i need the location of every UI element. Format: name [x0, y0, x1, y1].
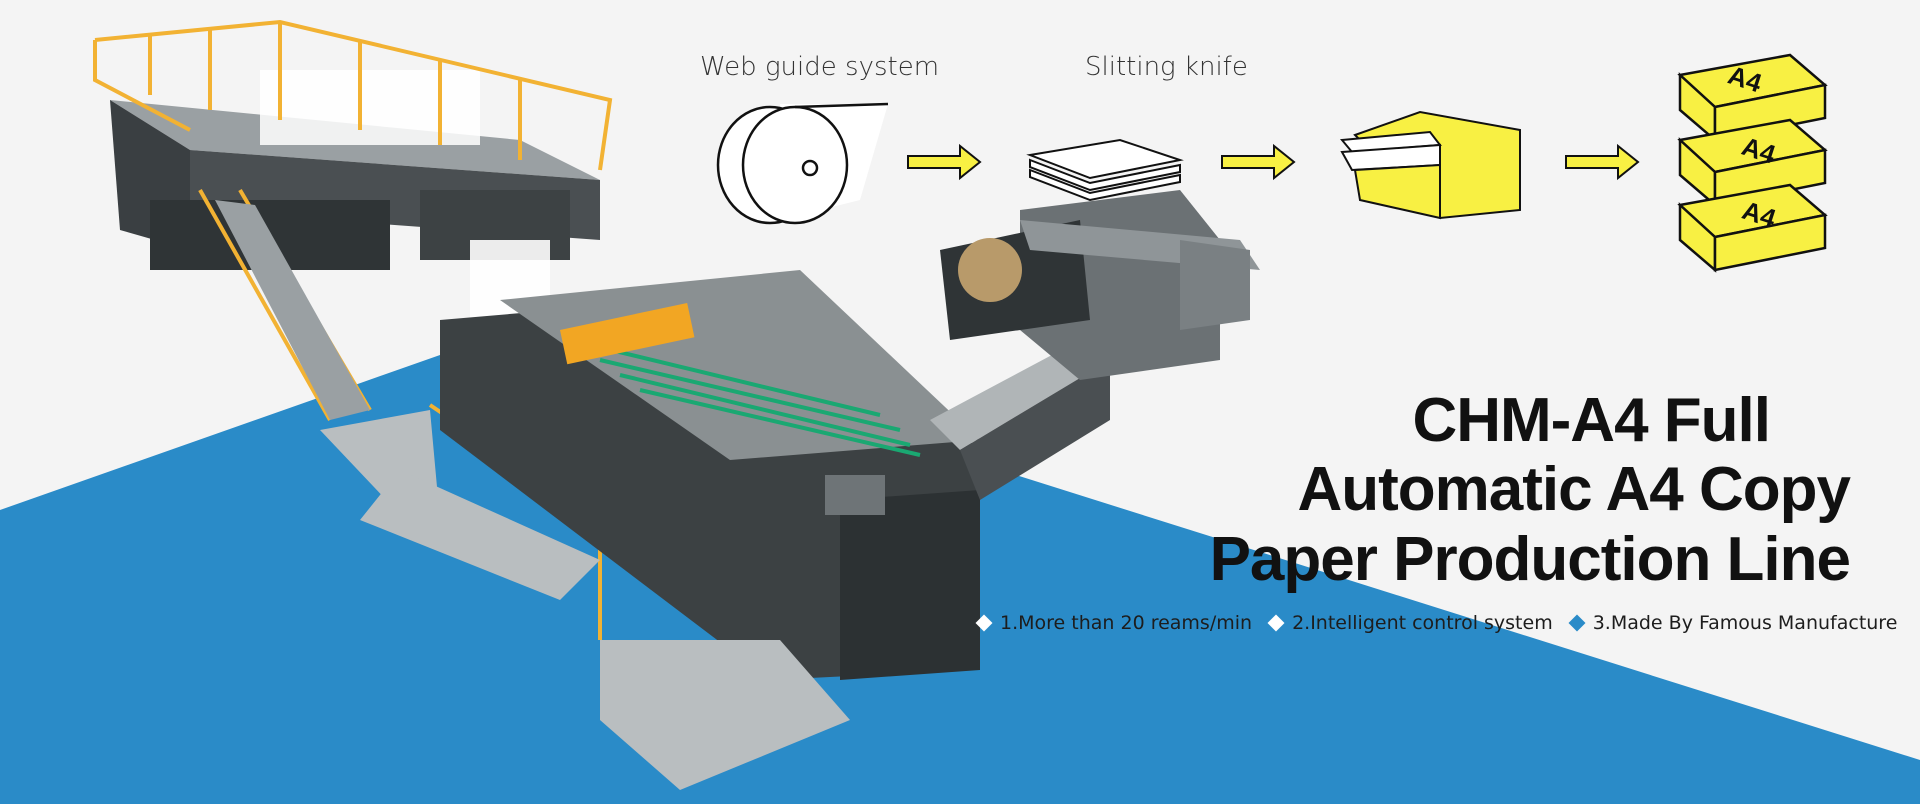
feature-item: 1.More than 20 reams/min: [975, 612, 1253, 634]
a4-box-stack-icon: [1677, 53, 1828, 273]
diamond-bullet-icon: [1568, 614, 1586, 632]
feature-item: 3.Made By Famous Manufacture: [1568, 612, 1898, 634]
headline-line-2: Automatic A4 Copy: [1297, 455, 1851, 525]
headline-line-3: Paper Production Line: [1209, 524, 1851, 594]
feature-list: 1.More than 20 reams/min 2.Intelligent c…: [975, 612, 1898, 634]
feature-text: 1.More than 20 reams/min: [1000, 612, 1253, 634]
diamond-bullet-icon: [975, 614, 993, 632]
feature-item: 2.Intelligent control system: [1267, 612, 1553, 634]
paper-roll-icon: [716, 102, 889, 225]
step-label-slitting-knife: Slitting knife: [1085, 52, 1248, 82]
product-headline: CHM-A4 Full Automatic A4 Copy Paper Prod…: [1209, 386, 1851, 594]
sheet-cutter-body: [440, 270, 980, 680]
wrapping-icon: [1340, 110, 1521, 220]
feature-text: 3.Made By Famous Manufacture: [1592, 612, 1898, 634]
arrow-icon: [907, 143, 1640, 181]
packaging-machine: [940, 190, 1260, 380]
floor-plates: [320, 410, 850, 790]
sheet-stack-icon: [1026, 138, 1184, 202]
unwind-platform: [110, 70, 600, 330]
stairs: [215, 200, 370, 420]
headline-line-1: CHM-A4 Full: [1412, 386, 1771, 455]
feature-text: 2.Intelligent control system: [1292, 612, 1553, 634]
diamond-bullet-icon: [1267, 614, 1285, 632]
step-label-web-guide: Web guide system: [700, 52, 940, 82]
